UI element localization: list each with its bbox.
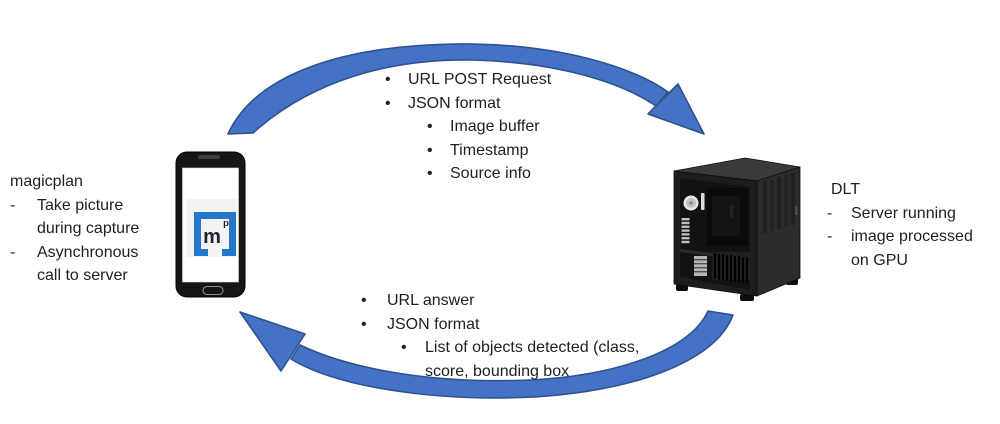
dash-marker: - — [827, 228, 833, 245]
list-item: • URL POST Request — [381, 68, 641, 92]
bullet-marker: • — [385, 71, 391, 88]
bullet-marker: • — [361, 315, 367, 333]
list-item-text: Image buffer — [450, 118, 540, 135]
bullet-marker: • — [401, 339, 407, 356]
list-item: • Timestamp — [381, 139, 641, 163]
bullet-marker: • — [427, 165, 433, 182]
bullet-marker: • — [427, 118, 433, 135]
request-arrow-icon — [227, 43, 705, 135]
magicplan-label-block: magicplan - Take picture during capture … — [10, 170, 180, 288]
server-fan-icon — [683, 195, 699, 211]
list-item: • Source info — [381, 162, 641, 186]
logo-letter: m — [203, 226, 221, 248]
list-item-text: JSON format — [408, 94, 501, 112]
list-item-text: List of objects detected (class, score, … — [425, 339, 640, 380]
logo-superscript: p — [223, 218, 229, 229]
bullet-marker: • — [361, 292, 367, 309]
server-io-slot-icon — [795, 206, 798, 215]
list-item: • JSON format — [357, 313, 687, 337]
server-pci-slots-icon — [681, 218, 690, 244]
request-details-list: • URL POST Request • JSON format • Image… — [381, 68, 641, 186]
magicplan-app-logo-icon: m p — [187, 199, 237, 257]
dash-marker: - — [10, 196, 16, 214]
list-item: - Server running — [827, 202, 997, 226]
list-item: • JSON format — [381, 92, 641, 116]
magicplan-title: magicplan — [10, 173, 83, 190]
list-item-text: Asynchronous call to server — [37, 243, 139, 285]
dash-marker: - — [827, 204, 833, 222]
list-item: - Asynchronous call to server — [10, 241, 180, 288]
list-item: - image processed on GPU — [827, 225, 997, 272]
bullet-marker: • — [427, 141, 433, 159]
list-item: - Take picture during capture — [10, 194, 180, 241]
list-item-text: Server running — [851, 204, 956, 222]
list-item-text: URL POST Request — [408, 71, 552, 88]
list-item-text: Source info — [450, 165, 531, 182]
list-item: • List of objects detected (class, score… — [357, 336, 687, 383]
phone-home-button-icon — [202, 285, 224, 296]
dash-marker: - — [10, 243, 16, 261]
server-psu-grille-icon — [694, 256, 707, 276]
dlt-title: DLT — [831, 181, 861, 198]
dlt-label-block: DLT - Server running - image processed o… — [827, 178, 997, 272]
list-item-text: JSON format — [387, 315, 480, 333]
list-item-text: Take picture during capture — [37, 196, 140, 238]
list-item: • Image buffer — [381, 115, 641, 139]
list-item-text: Timestamp — [450, 141, 529, 159]
bullet-marker: • — [385, 94, 391, 112]
server-bottom-vents-icon — [712, 252, 750, 283]
smartphone-icon: m p — [175, 151, 246, 298]
phone-speaker-icon — [198, 155, 220, 159]
list-item: • URL answer — [357, 289, 687, 313]
response-arrow-icon — [239, 310, 734, 399]
list-item-text: URL answer — [387, 292, 475, 309]
response-details-list: • URL answer • JSON format • List of obj… — [357, 289, 687, 383]
server-tower-icon — [673, 157, 801, 301]
list-item-text: image processed on GPU — [851, 228, 973, 269]
